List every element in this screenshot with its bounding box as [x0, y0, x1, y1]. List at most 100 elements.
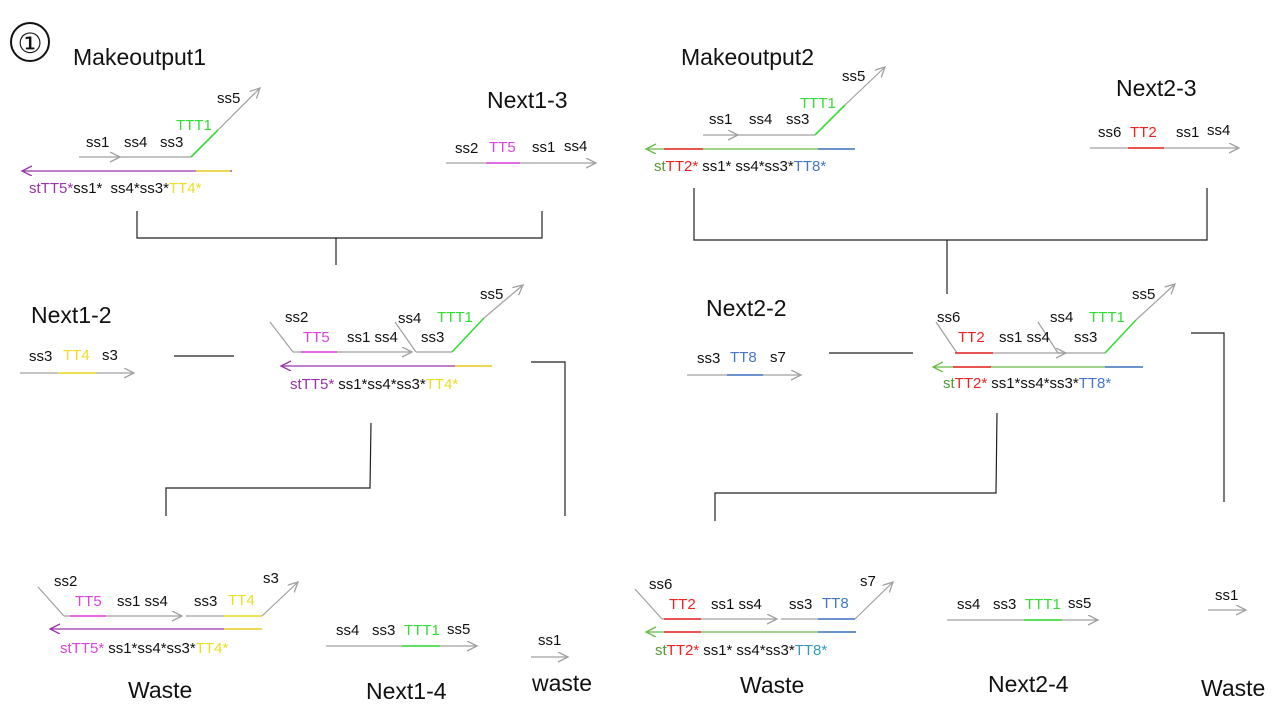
label-ss4ss3-star: ss4*ss3*: [137, 640, 196, 657]
label-s3: s3: [102, 347, 118, 364]
label-ss3: ss3: [194, 593, 217, 610]
title-next1-4: Next1-4: [366, 678, 447, 704]
label-TT2-star: TT2*: [955, 375, 988, 392]
label-s7: s7: [770, 349, 786, 366]
label-TT4-star: TT4*: [196, 640, 229, 657]
title-makeoutput1: Makeoutput1: [73, 44, 206, 70]
title-waste-right: Waste: [1201, 675, 1265, 701]
label-TT2-star: TT2*: [666, 158, 699, 175]
label-TT2: TT2: [1130, 124, 1157, 141]
label-ss4: ss4: [564, 138, 587, 155]
label-TT8: TT8: [730, 349, 757, 366]
label-ss3: ss3: [993, 596, 1016, 613]
label-ss1-ss4: ss1 ss4: [999, 329, 1050, 346]
step-marker-circle: [10, 22, 50, 62]
label-TT8-star: TT8*: [794, 158, 827, 175]
connector-top-right: [693, 188, 1208, 294]
label-ss1-star: ss1*: [338, 376, 367, 393]
label-ss3: ss3: [1074, 329, 1097, 346]
label-TTT1: TTT1: [1089, 309, 1125, 326]
connector-mid-left-down: [165, 422, 372, 516]
label-ss1-star: ss1*: [73, 180, 106, 197]
label-TT2: TT2: [958, 329, 985, 346]
label-TT8-star: TT8*: [795, 642, 828, 659]
label-ss6: ss6: [649, 576, 672, 593]
label-TT8-star: TT8*: [1079, 375, 1112, 392]
label-s3: s3: [263, 570, 279, 587]
label-ss4: ss4: [1050, 309, 1073, 326]
title-next2-2: Next2-2: [706, 295, 787, 321]
title-next1-2: Next1-2: [31, 302, 112, 328]
connector-mid-right-right: [1191, 332, 1225, 502]
strand-next2-4: ss4 ss3 TTT1 ss5: [947, 595, 1098, 620]
label-ss2: ss2: [54, 573, 77, 590]
step-marker-number: ①: [17, 28, 42, 59]
label-ss4ss3-star: ss4*ss3*: [1020, 375, 1079, 392]
label-ss4ss3-star: ss4*ss3*: [736, 642, 795, 659]
label-ss4: ss4: [1207, 122, 1230, 139]
connector-top-left: [136, 211, 543, 265]
label-TT2: TT2: [669, 596, 696, 613]
strand-next1-4: ss4 ss3 TTT1 ss5: [326, 621, 477, 646]
label-st: st: [943, 375, 956, 392]
label-ss4ss3-star: ss4*ss3*: [735, 158, 794, 175]
label-TTT1: TTT1: [437, 309, 473, 326]
complex-makeoutput2: ss5 TTT1 ss1 ss4 ss3 stTT2*ss1*ss4*ss3*T…: [646, 67, 885, 175]
label-TT4: TT4: [228, 592, 255, 609]
label-ss3: ss3: [160, 134, 183, 151]
title-waste-small: waste: [531, 670, 592, 696]
label-ss1-star: ss1*: [703, 642, 732, 659]
title-waste-mid: Waste: [740, 672, 804, 698]
title-next2-3: Next2-3: [1116, 75, 1197, 101]
label-bottom-strand: stTT2*ss1*ss4*ss3*TT8*: [654, 158, 826, 175]
label-ss5: ss5: [1068, 595, 1091, 612]
label-ss3: ss3: [789, 596, 812, 613]
label-ss1-ss4: ss1 ss4: [347, 329, 398, 346]
label-ss3: ss3: [697, 350, 720, 367]
label-ss1: ss1: [532, 139, 555, 156]
connector-mid-right-down: [714, 412, 998, 521]
complex-middle-1: ss5 ss2 ss4 TTT1 TT5 ss1 ss4 ss3 stTT5*s…: [269, 285, 523, 393]
label-TT4: TT4: [63, 347, 90, 364]
strand-next1-2: ss3 TT4 s3: [20, 347, 134, 373]
label-ss1: ss1: [1176, 124, 1199, 141]
label-ss5: ss5: [842, 68, 865, 85]
strand-waste-ss1-left: ss1: [531, 632, 568, 657]
connector-mid-left-right: [531, 361, 566, 516]
label-bottom-strand: stTT5*ss1*ss4*ss3*TT4*: [290, 376, 458, 393]
label-TT5: TT5: [489, 139, 516, 156]
label-ss6: ss6: [1098, 124, 1121, 141]
label-ss1: ss1: [538, 632, 561, 649]
label-stTT5-star: stTT5*: [29, 180, 73, 197]
title-next1-3: Next1-3: [487, 87, 568, 113]
label-TTT1: TTT1: [800, 95, 836, 112]
strand-next2-2: ss3 TT8 s7: [687, 349, 801, 375]
label-TTT1: TTT1: [176, 117, 212, 134]
label-ss1-star: ss1*: [991, 375, 1020, 392]
label-bottom-strand: stTT2*ss1*ss4*ss3*TT8*: [655, 642, 827, 659]
label-TT4-star: TT4*: [426, 376, 459, 393]
label-ss1-ss4: ss1 ss4: [711, 596, 762, 613]
label-ss4: ss4: [336, 622, 359, 639]
label-ss5: ss5: [1132, 286, 1155, 303]
title-makeoutput2: Makeoutput2: [681, 44, 814, 70]
label-bottom-strand: stTT5*ss1* ss4*ss3*TT4*: [29, 180, 202, 197]
label-ss1: ss1: [86, 134, 109, 151]
label-stTT5-star: stTT5*: [290, 376, 334, 393]
label-TTT1: TTT1: [404, 622, 440, 639]
label-TT8: TT8: [822, 595, 849, 612]
label-st: st: [654, 158, 667, 175]
label-ss1-star: ss1*: [702, 158, 731, 175]
label-s7: s7: [860, 573, 876, 590]
label-TT2-star: TT2*: [667, 642, 700, 659]
complex-waste-left: ss2 s3 TT5 ss1 ss4 ss3 TT4 stTT5*ss1*ss4…: [37, 570, 298, 657]
label-ss5: ss5: [447, 621, 470, 638]
complex-waste-mid: ss6 s7 TT2 ss1 ss4 ss3 TT8 stTT2*ss1*ss4…: [634, 573, 893, 659]
label-TT4-star: TT4*: [169, 180, 202, 197]
label-ss2: ss2: [285, 309, 308, 326]
label-ss3: ss3: [372, 622, 395, 639]
complex-makeoutput1: ss5 TTT1 ss1 ss4 ss3 stTT5*ss1* ss4*ss3*…: [22, 88, 260, 197]
strand-next1-3: ss2 TT5 ss1 ss4: [446, 138, 596, 163]
